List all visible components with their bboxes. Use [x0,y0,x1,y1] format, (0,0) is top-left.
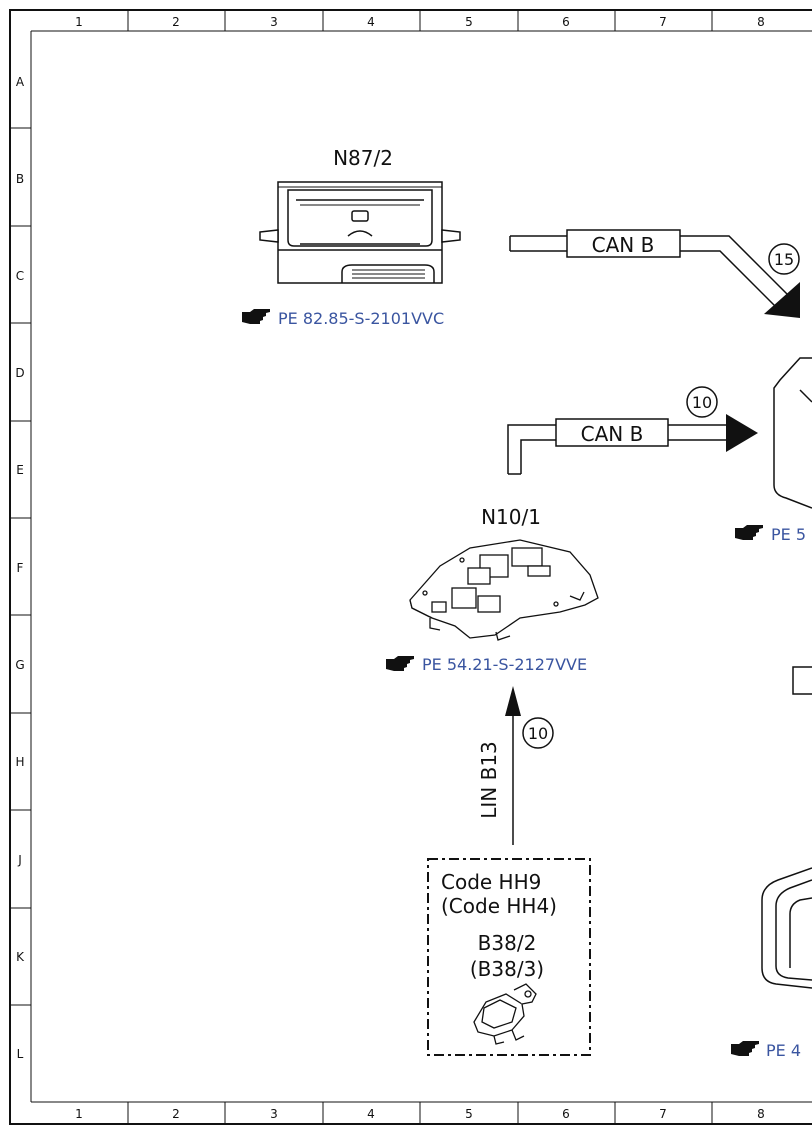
row-ticks [10,127,31,1006]
right-partial-box [792,666,812,695]
row-label-g: G [15,658,24,672]
col-label-7: 7 [659,1107,667,1121]
row-label-a: A [16,75,25,89]
column-labels-top: 1 2 3 4 5 6 7 8 [75,15,765,29]
right-control-unit-bottom-partial [761,867,812,989]
col-label-4: 4 [367,15,375,29]
right-bottom-ref-link[interactable]: PE 4 [766,1041,801,1060]
pointing-hand-icon [242,309,270,324]
row-label-c: C [16,269,24,283]
n10-1-ref-link[interactable]: PE 54.21-S-2127VVE [422,655,587,674]
can-b-middle-wire [507,424,730,475]
col-label-1: 1 [75,1107,83,1121]
col-label-6: 6 [562,1107,570,1121]
n87-2-ref-link[interactable]: PE 82.85-S-2101VVC [278,309,444,328]
row-label-j: J [17,853,22,867]
col-label-8: 8 [757,15,765,29]
can-b-top-label-box [566,229,681,258]
circle-number-10-lin: 10 [528,724,548,743]
row-label-k: K [16,950,25,964]
n10-1-unit-drawing [409,539,599,641]
col-label-5: 5 [465,1107,473,1121]
col-label-5: 5 [465,15,473,29]
col-label-6: 6 [562,15,570,29]
col-label-7: 7 [659,15,667,29]
row-label-d: D [15,366,24,380]
can-b-middle-label-box [555,418,669,447]
n87-2-label: N87/2 [333,146,393,170]
row-label-l: L [17,1047,24,1061]
can-b-top-label: CAN B [592,233,655,257]
right-control-unit-top-partial [773,357,812,509]
sensor-code-line-2: (Code HH4) [441,894,557,918]
pointing-hand-icon [735,525,763,540]
col-label-1: 1 [75,15,83,29]
can-b-top-arrowhead [764,282,800,318]
can-b-middle-label: CAN B [581,422,644,446]
sensor-part-line-2: (B38/3) [470,957,544,981]
outer-frame [9,9,812,1125]
col-label-8: 8 [757,1107,765,1121]
circle-number-15: 15 [774,250,794,269]
col-label-3: 3 [270,1107,278,1121]
column-ticks-bottom [127,1102,713,1124]
sensor-drawing [473,983,537,1045]
row-label-h: H [15,755,24,769]
col-label-2: 2 [172,1107,180,1121]
right-top-ref-link[interactable]: PE 5 [771,525,806,544]
lin-b13-arrowhead [505,686,521,716]
circle-marker-10-lin [522,717,554,749]
row-label-e: E [16,463,24,477]
sensor-part-line-1: B38/2 [478,931,537,955]
circle-number-10-middle: 10 [692,393,712,412]
col-label-2: 2 [172,15,180,29]
row-label-b: B [16,172,24,186]
col-label-3: 3 [270,15,278,29]
circle-marker-10-middle [686,386,718,418]
column-ticks-top [127,10,713,31]
row-label-f: F [17,561,24,575]
sensor-code-line-1: Code HH9 [441,870,541,894]
n87-2-unit-drawing [259,181,461,284]
pointing-hand-icon [731,1041,759,1056]
circle-marker-15 [768,243,800,275]
col-label-4: 4 [367,1107,375,1121]
column-labels-bottom: 1 2 3 4 5 6 7 8 [75,1107,765,1121]
lin-b13-label: LIN B13 [477,741,501,819]
can-b-middle-arrowhead [726,414,758,452]
pointing-hand-icon [386,656,414,671]
can-b-top-wire [509,235,790,308]
row-labels: A B C D E F G H J K L [15,75,25,1061]
n10-1-label: N10/1 [481,505,541,529]
